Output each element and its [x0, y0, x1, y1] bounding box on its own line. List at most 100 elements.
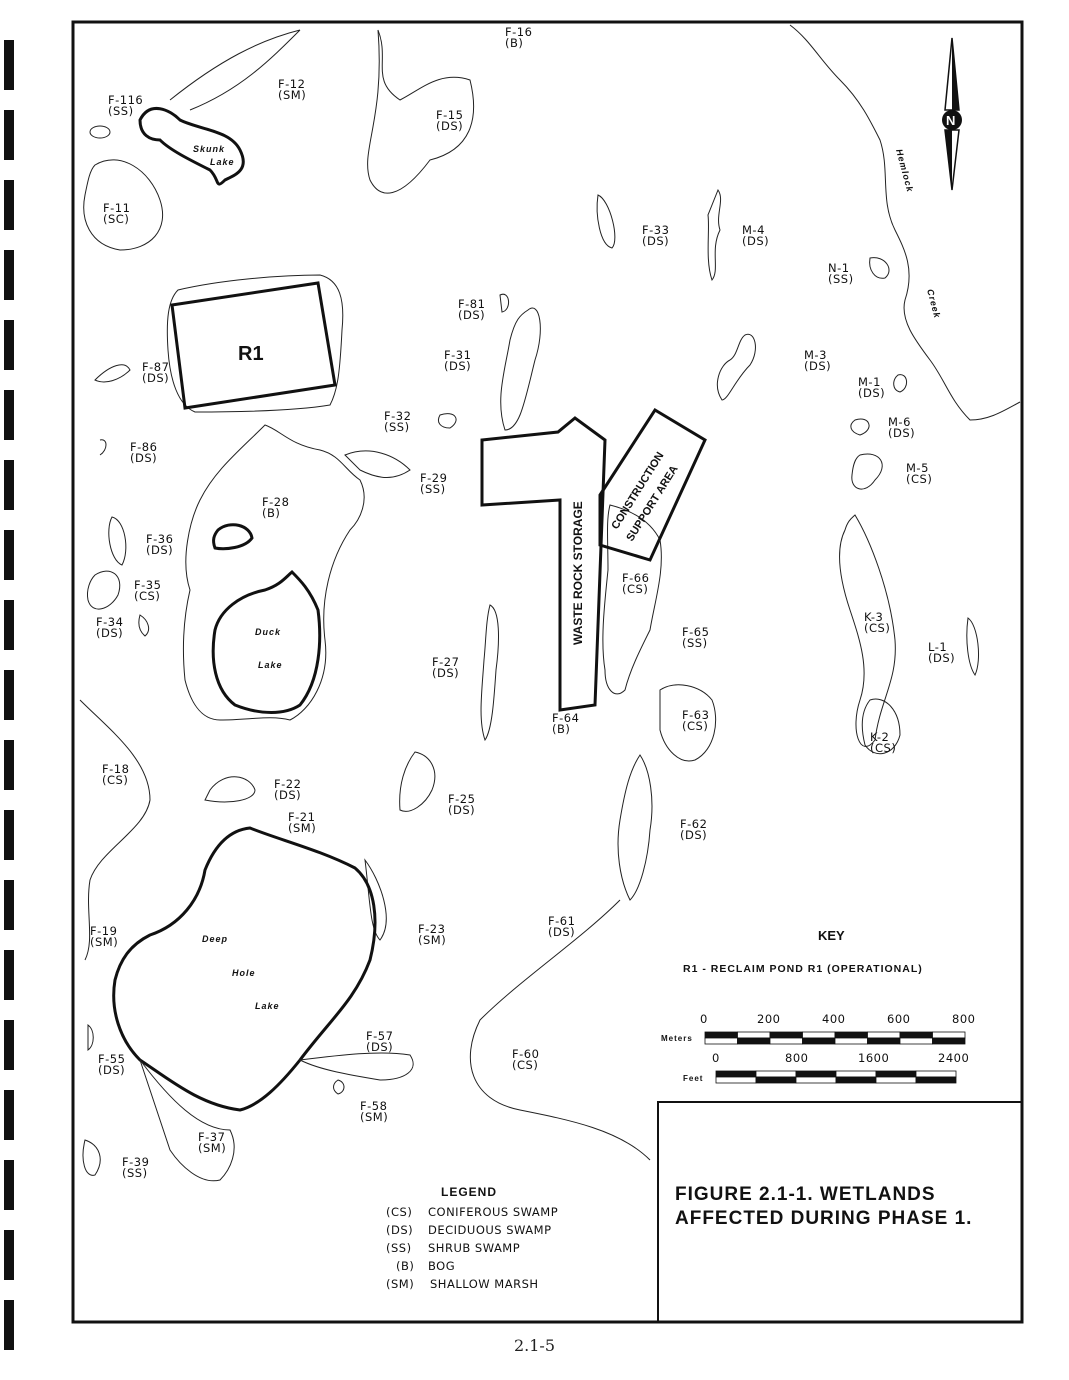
wetland-outlines [79, 29, 979, 1182]
wetland-id: F-29 [420, 471, 447, 485]
wetland-label: F-65(SS) [682, 625, 709, 650]
wetland-label: F-58(SM) [360, 1099, 388, 1124]
scale-segment [875, 1070, 917, 1078]
wetland-type: (SS) [420, 482, 446, 496]
wetland-type: (SM) [90, 935, 118, 949]
wetland-id: M-6 [888, 415, 911, 429]
wetland-label: F-27(DS) [432, 655, 459, 680]
wetland-id: F-33 [642, 223, 669, 237]
wetland-type: (DS) [858, 386, 885, 400]
scale-bar-feet: 0 800 1600 2400 Feet [683, 1051, 969, 1084]
wetland-label: K-3(CS) [864, 610, 890, 635]
figure-title-line-1: FIGURE 2.1-1. WETLANDS [675, 1184, 936, 1205]
wetland-id: L-1 [928, 640, 947, 654]
wetland-type: (DS) [96, 626, 123, 640]
wetland-label: F-22(DS) [274, 777, 301, 802]
wetland-label: F-32(SS) [384, 409, 411, 434]
scale-segment [769, 1031, 803, 1039]
wetland-type: (CS) [870, 741, 896, 755]
scale-segment [867, 1031, 901, 1039]
wetland-id: F-25 [448, 792, 475, 806]
wetland-id: F-60 [512, 1047, 539, 1061]
wetland-id: F-12 [278, 77, 305, 91]
creek-label: Creek [925, 288, 942, 320]
wetland-label: F-87(DS) [142, 360, 169, 385]
wetland-label: F-34(DS) [96, 615, 123, 640]
wetland-type: (CS) [682, 719, 708, 733]
wetland-label: M-3(DS) [804, 348, 831, 373]
wetland-id: F-65 [682, 625, 709, 639]
wetland-label: M-1(DS) [858, 375, 885, 400]
wetland-type: (DS) [366, 1040, 393, 1054]
wetland-type: (DS) [642, 234, 669, 248]
figure-title-line-2: AFFECTED DURING PHASE 1. [675, 1208, 972, 1229]
wetland-id: F-87 [142, 360, 169, 374]
wetland-id: F-31 [444, 348, 471, 362]
scale-segment [755, 1076, 797, 1084]
wetland-label: M-5(CS) [906, 461, 932, 486]
wetland-label: F-116(SS) [108, 93, 143, 118]
wetland-type: (B) [262, 506, 280, 520]
wetland-id: F-18 [102, 762, 129, 776]
wetland-label: M-4(DS) [742, 223, 769, 248]
key-heading: KEY [818, 928, 845, 943]
wetland-id: F-28 [262, 495, 289, 509]
wetland-id: F-37 [198, 1130, 225, 1144]
wetland-id: F-36 [146, 532, 173, 546]
wetland-type: (CS) [864, 621, 890, 635]
wetland-id: F-61 [548, 914, 575, 928]
scale-segment [795, 1070, 837, 1078]
wetland-type: (SM) [288, 821, 316, 835]
svg-text:1600: 1600 [858, 1051, 889, 1065]
wetland-id: F-63 [682, 708, 709, 722]
wetland-type: (DS) [142, 371, 169, 385]
scale-segment [834, 1031, 868, 1039]
svg-text:600: 600 [887, 1012, 910, 1026]
wetland-id: F-21 [288, 810, 315, 824]
svg-text:0: 0 [712, 1051, 720, 1065]
wetland-label: F-86(DS) [130, 440, 157, 465]
wetland-label: F-29(SS) [420, 471, 447, 496]
wetland-type: (DS) [458, 308, 485, 322]
wetland-label: F-36(DS) [146, 532, 173, 557]
wetland-label: F-35(CS) [134, 578, 161, 603]
wetland-type: (DS) [742, 234, 769, 248]
reclaim-pond-r1-outline [166, 274, 344, 413]
svg-text:(B): (B) [396, 1259, 414, 1273]
duck-lake-label: Duck [255, 627, 281, 637]
scale-segment [867, 1037, 901, 1045]
wetland-type: (DS) [804, 359, 831, 373]
wetland-label: F-18(CS) [102, 762, 129, 787]
waste-rock-label: WASTE ROCK STORAGE [571, 501, 585, 645]
wetland-id: F-35 [134, 578, 161, 592]
wetland-label: F-11(SC) [103, 201, 130, 226]
legend-items: (CS)CONIFEROUS SWAMP (DS)DECIDUOUS SWAMP… [386, 1205, 558, 1291]
scale-segment [704, 1031, 738, 1039]
waste-rock-storage [480, 416, 607, 712]
scale-segment [899, 1037, 933, 1045]
svg-text:800: 800 [785, 1051, 808, 1065]
wetland-type: (SM) [360, 1110, 388, 1124]
legend-heading: LEGEND [441, 1185, 497, 1199]
scale-segment [802, 1031, 836, 1039]
hemlock-label: Hemlock [894, 148, 915, 194]
wetland-type: (CS) [134, 589, 160, 603]
hemlock-creek [789, 24, 1021, 421]
wetland-label: F-28(B) [262, 495, 289, 520]
wetland-id: F-22 [274, 777, 301, 791]
wetland-label: F-61(DS) [548, 914, 575, 939]
wetland-id: F-23 [418, 922, 445, 936]
wetland-id: F-16 [505, 25, 532, 39]
svg-text:(CS): (CS) [386, 1205, 412, 1219]
scale-segment [715, 1076, 757, 1084]
wetland-type: (SM) [278, 88, 306, 102]
scale-segment [704, 1037, 738, 1045]
svg-text:200: 200 [757, 1012, 780, 1026]
wetland-id: F-81 [458, 297, 485, 311]
wetland-id: N-1 [828, 261, 850, 275]
wetland-type: (DS) [680, 828, 707, 842]
wetland-id: F-32 [384, 409, 411, 423]
svg-text:2400: 2400 [938, 1051, 969, 1065]
north-label: N [946, 113, 955, 128]
